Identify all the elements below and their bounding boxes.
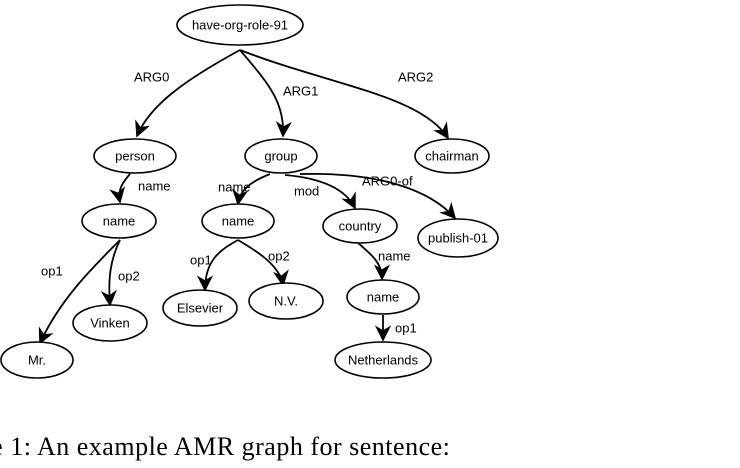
edge-country-name-label: name	[378, 249, 411, 264]
edge-arg1-label: ARG1	[283, 84, 318, 99]
edge-person-name-label: name	[138, 179, 171, 194]
node-name-group-label: name	[222, 214, 255, 229]
edge-op2-person-label: op2	[118, 269, 140, 284]
edge-op1-person	[38, 239, 121, 345]
node-nv	[248, 282, 324, 320]
node-netherlands-label: Netherlands	[348, 353, 419, 368]
edge-arg2-label: ARG2	[398, 70, 433, 85]
node-group	[244, 138, 318, 174]
edge-op1-country-label: op1	[395, 321, 417, 336]
edge-op2-group	[237, 239, 289, 287]
node-root	[176, 4, 304, 46]
edge-arg2	[239, 49, 449, 140]
node-person	[93, 138, 177, 174]
node-group-label: group	[264, 149, 297, 164]
node-name-group	[201, 203, 275, 239]
edge-op1-group-label: op1	[190, 253, 212, 268]
edge-country-name	[357, 242, 391, 281]
edge-mod	[284, 174, 356, 210]
node-nv-label: N.V.	[274, 294, 298, 309]
node-root-label: have-org-role-91	[192, 18, 288, 33]
node-mr	[0, 341, 74, 379]
node-vinken-label: Vinken	[90, 316, 130, 331]
node-chairman	[414, 138, 490, 174]
node-country	[322, 208, 398, 244]
edge-arg0-label: ARG0	[134, 70, 169, 85]
node-mr-label: Mr.	[28, 353, 46, 368]
edge-op1-person-label: op1	[41, 264, 63, 279]
figure-caption: re 1: An example AMR graph for sentence:	[0, 432, 451, 461]
edge-arg0-of	[299, 172, 457, 220]
node-person-label: person	[115, 149, 155, 164]
edge-arg1	[239, 49, 292, 138]
edge-op2-group-label: op2	[268, 249, 290, 264]
edge-arg0-of-label: ARG0-of	[362, 174, 413, 189]
node-name-country-label: name	[367, 290, 400, 305]
edge-person-name	[109, 173, 131, 204]
node-name-person	[81, 203, 157, 239]
node-netherlands	[334, 341, 432, 379]
edge-op1-group	[196, 239, 239, 292]
node-country-label: country	[339, 219, 382, 234]
edge-mod-label: mod	[294, 184, 319, 199]
node-publish-label: publish-01	[428, 231, 488, 246]
amr-graph: have-org-role-91 person group chairman n…	[0, 4, 499, 379]
node-elsevier	[162, 289, 238, 327]
edge-group-name	[232, 173, 271, 206]
node-name-country	[346, 279, 420, 315]
node-vinken	[72, 304, 148, 342]
node-name-person-label: name	[103, 214, 136, 229]
edge-group-name-label: name	[218, 180, 251, 195]
node-publish	[417, 218, 499, 258]
node-chairman-label: chairman	[425, 149, 478, 164]
edge-arg0	[135, 49, 241, 138]
edge-op2-person	[100, 239, 121, 307]
node-elsevier-label: Elsevier	[177, 301, 224, 316]
